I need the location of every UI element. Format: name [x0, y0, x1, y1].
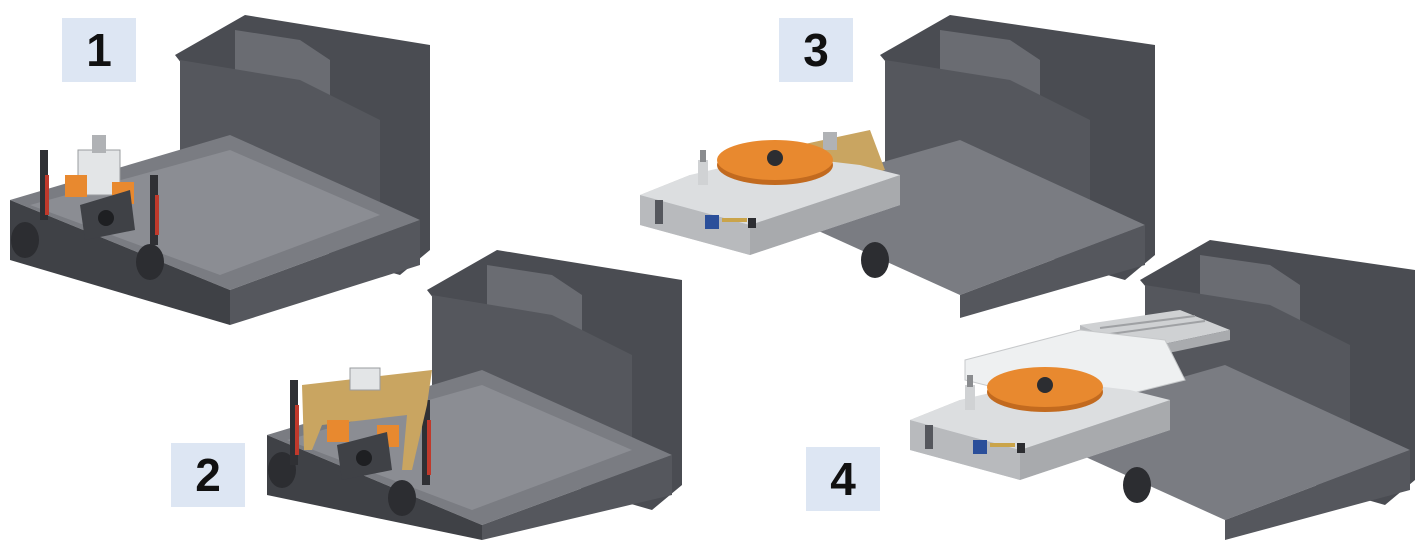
step-label-1: 1	[62, 18, 136, 82]
step-label-4: 4	[806, 447, 880, 511]
machine-bed-step-1	[0, 0, 440, 330]
machine-bed-step-2	[262, 240, 692, 540]
machine-bed-step-3	[630, 0, 1170, 320]
machine-bed-step-4	[905, 230, 1425, 547]
step-label-3: 3	[779, 18, 853, 82]
step-label-2: 2	[171, 443, 245, 507]
